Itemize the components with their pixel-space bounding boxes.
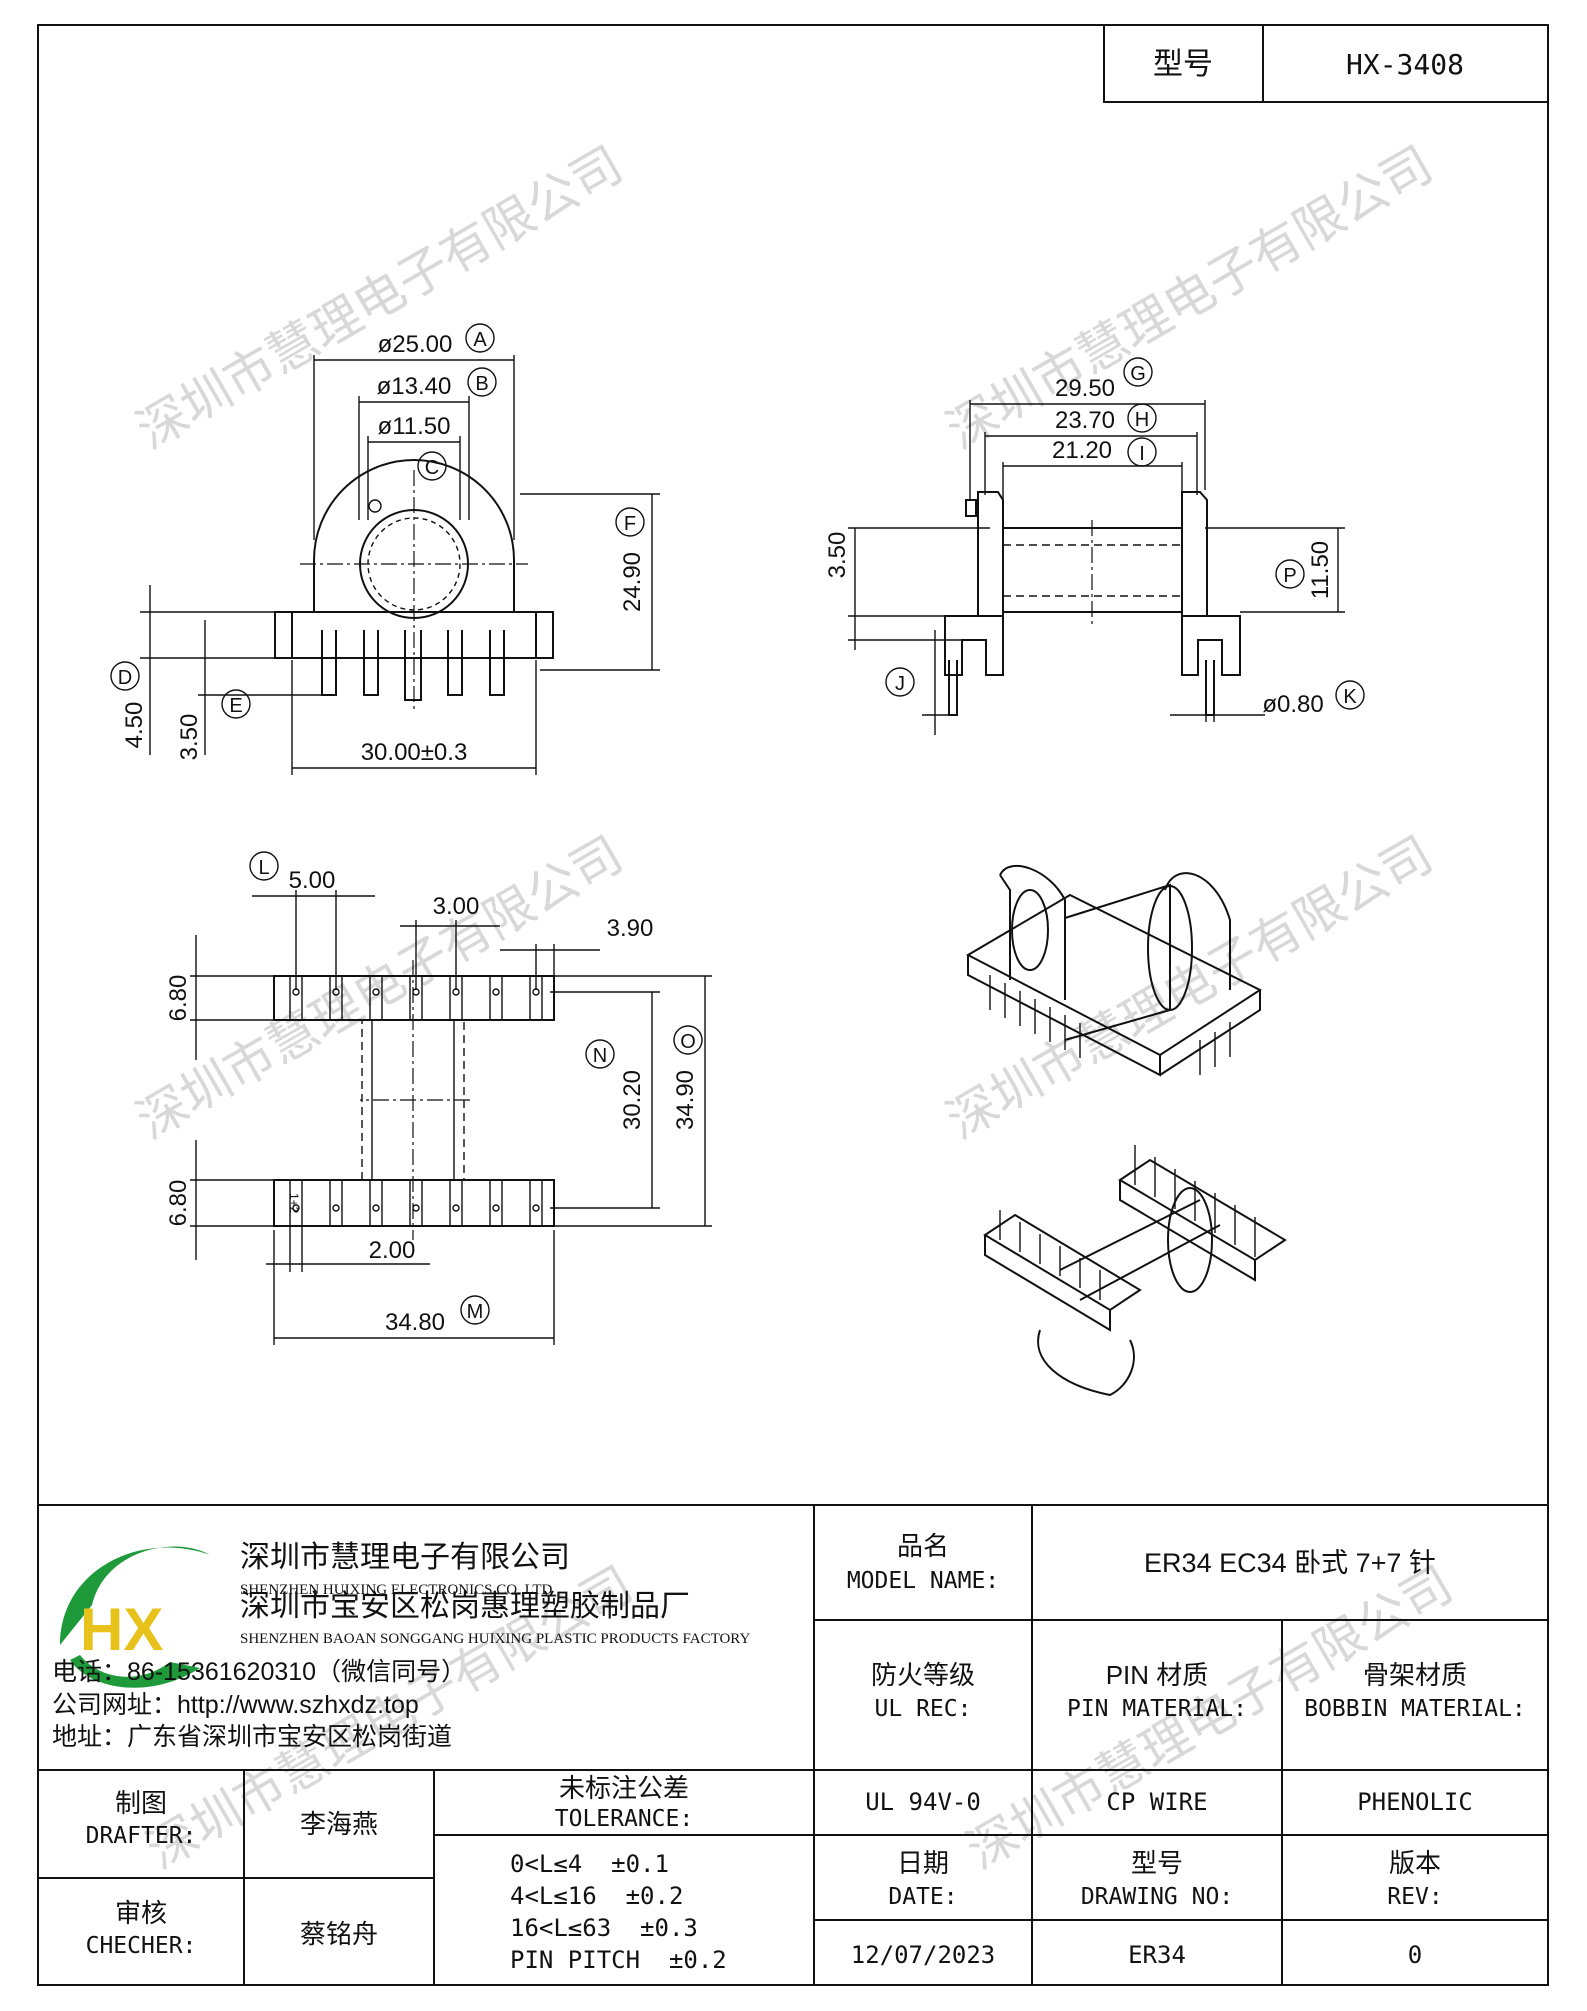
checker-en: CHECHER: [86, 1933, 197, 1959]
iso-view-2 [983, 1145, 1287, 1397]
ul-rating-value: UL 94V-0 [865, 1788, 981, 1816]
balloon-d: D [118, 667, 132, 689]
company-phone: 电话：86-15361620310（微信同号） [52, 1658, 466, 1686]
front-pins [321, 630, 505, 701]
balloon-j: J [895, 673, 905, 695]
tolerance-line-1: 0<L≤4 ±0.1 [510, 1850, 669, 1878]
iso-view-1 [965, 864, 1263, 1077]
tolerance-cn: 未标注公差 [559, 1773, 689, 1803]
side-view: 29.50 G 23.70 H 21.20 I 3.50 11.50 P J ø… [824, 357, 1365, 735]
logo-text: HX [80, 1596, 163, 1663]
balloon-c: C [425, 457, 439, 479]
rev-cn: 版本 [1389, 1848, 1441, 1878]
drawing-no-cn: 型号 [1131, 1848, 1183, 1878]
front-view: ø25.00 A ø13.40 B ø11.50 C 24.90 F 30.00… [110, 323, 660, 775]
dim-f: 24.90 [619, 552, 646, 612]
dim-300: 3.00 [433, 893, 480, 920]
balloon-m: M [467, 1301, 484, 1323]
balloon-i: I [1139, 443, 1145, 465]
dim-k: ø0.80 [1262, 691, 1323, 718]
tolerance-line-4: PIN PITCH ±0.2 [510, 1946, 727, 1974]
model-box: 型号 HX-3408 [1103, 24, 1549, 103]
drafter-en: DRAFTER: [86, 1823, 197, 1849]
ul-rating-en: UL REC: [875, 1696, 972, 1722]
title-block: HX 深圳市慧理电子有限公司 SHENZHEN HUIXING ELECTRON… [38, 1504, 1548, 1985]
date-value: 12/07/2023 [851, 1941, 996, 1969]
dim-680-bottom: 6.80 [165, 1180, 192, 1227]
model-name-en: MODEL NAME: [847, 1568, 999, 1594]
dim-b: ø13.40 [377, 373, 452, 400]
ul-rating-cn: 防火等级 [871, 1660, 975, 1690]
sheet-border [37, 24, 1549, 1986]
drafter-cn: 制图 [115, 1788, 167, 1818]
company-website: 公司网址：http://www.szhxdz.top [52, 1691, 419, 1719]
pin-material-en: PIN MATERIAL: [1067, 1696, 1247, 1722]
dim-i: 21.20 [1052, 437, 1112, 464]
balloon-p: P [1283, 565, 1296, 587]
bobbin-material-cn: 骨架材质 [1363, 1660, 1467, 1690]
balloon-o: O [680, 1031, 696, 1053]
balloon-g: G [1130, 363, 1146, 385]
balloon-e: E [229, 695, 242, 717]
date-cn: 日期 [897, 1848, 949, 1878]
balloon-b: B [475, 373, 488, 395]
dim-n: 30.20 [619, 1070, 646, 1130]
dim-d: 4.50 [121, 702, 148, 749]
dim-e: 3.50 [176, 714, 203, 761]
balloon-l: L [258, 857, 269, 879]
rev-en: REV: [1387, 1884, 1442, 1910]
drawing-no-value: ER34 [1128, 1941, 1186, 1969]
dim-g: 29.50 [1055, 375, 1115, 402]
watermark-2: 深圳市慧理电子有限公司 [937, 135, 1442, 460]
dim-p: 11.50 [1307, 541, 1334, 599]
balloon-f: F [624, 513, 636, 535]
bottom-view: 1+2 5.00 L 3.00 3.90 6.80 30.20 N 34.90 [165, 851, 712, 1345]
bobbin-material-value: PHENOLIC [1357, 1788, 1473, 1816]
dim-390: 3.90 [607, 915, 654, 942]
date-en: DATE: [888, 1884, 957, 1910]
model-value: HX-3408 [1346, 48, 1464, 81]
watermark-1: 深圳市慧理电子有限公司 [127, 135, 632, 460]
model-name-cn: 品名 [897, 1531, 949, 1561]
checker-name: 蔡铭舟 [300, 1919, 378, 1949]
checker-cn: 审核 [115, 1898, 167, 1928]
factory-name-cn: 深圳市宝安区松岗惠理塑胶制品厂 [240, 1590, 690, 1623]
drafter-name: 李海燕 [300, 1809, 378, 1839]
model-label: 型号 [1153, 48, 1213, 81]
company-logo: HX [60, 1546, 210, 1688]
tolerance-en: TOLERANCE: [555, 1806, 693, 1832]
dim-side-350: 3.50 [824, 532, 851, 579]
dim-o: 34.90 [672, 1070, 699, 1130]
balloon-k: K [1343, 686, 1357, 708]
tolerance-line-3: 16<L≤63 ±0.3 [510, 1914, 698, 1942]
dim-width: 30.00±0.3 [361, 739, 468, 766]
model-name-value: ER34 EC34 卧式 7+7 针 [1144, 1548, 1436, 1578]
dim-680-top: 6.80 [165, 975, 192, 1022]
pin-material-cn: PIN 材质 [1106, 1660, 1209, 1690]
pin-material-value: CP WIRE [1106, 1788, 1207, 1816]
dim-a: ø25.00 [378, 331, 453, 358]
bobbin-material-en: BOBBIN MATERIAL: [1304, 1696, 1526, 1722]
company-address: 地址：广东省深圳市宝安区松岗街道 [52, 1723, 452, 1751]
dim-l: 5.00 [289, 867, 336, 894]
watermark-3: 深圳市慧理电子有限公司 [127, 825, 632, 1150]
dim-h: 23.70 [1055, 407, 1115, 434]
tolerance-line-2: 4<L≤16 ±0.2 [510, 1882, 683, 1910]
drawing-no-en: DRAWING NO: [1081, 1884, 1233, 1910]
balloon-a: A [473, 329, 487, 351]
rev-value: 0 [1408, 1941, 1422, 1969]
balloon-h: H [1135, 409, 1149, 431]
factory-name-en: SHENZHEN BAOAN SONGGANG HUIXING PLASTIC … [240, 1631, 750, 1647]
balloon-n: N [593, 1045, 607, 1067]
company-name-cn: 深圳市慧理电子有限公司 [240, 1541, 570, 1574]
pin-mark: 1+2 [287, 1193, 301, 1214]
dim-c: ø11.50 [378, 413, 451, 440]
dim-200: 2.00 [369, 1237, 416, 1264]
dim-m: 34.80 [385, 1309, 445, 1336]
company-name-en: SHENZHEN HUIXING ELECTRONICS CO.,LTD [240, 1582, 553, 1598]
